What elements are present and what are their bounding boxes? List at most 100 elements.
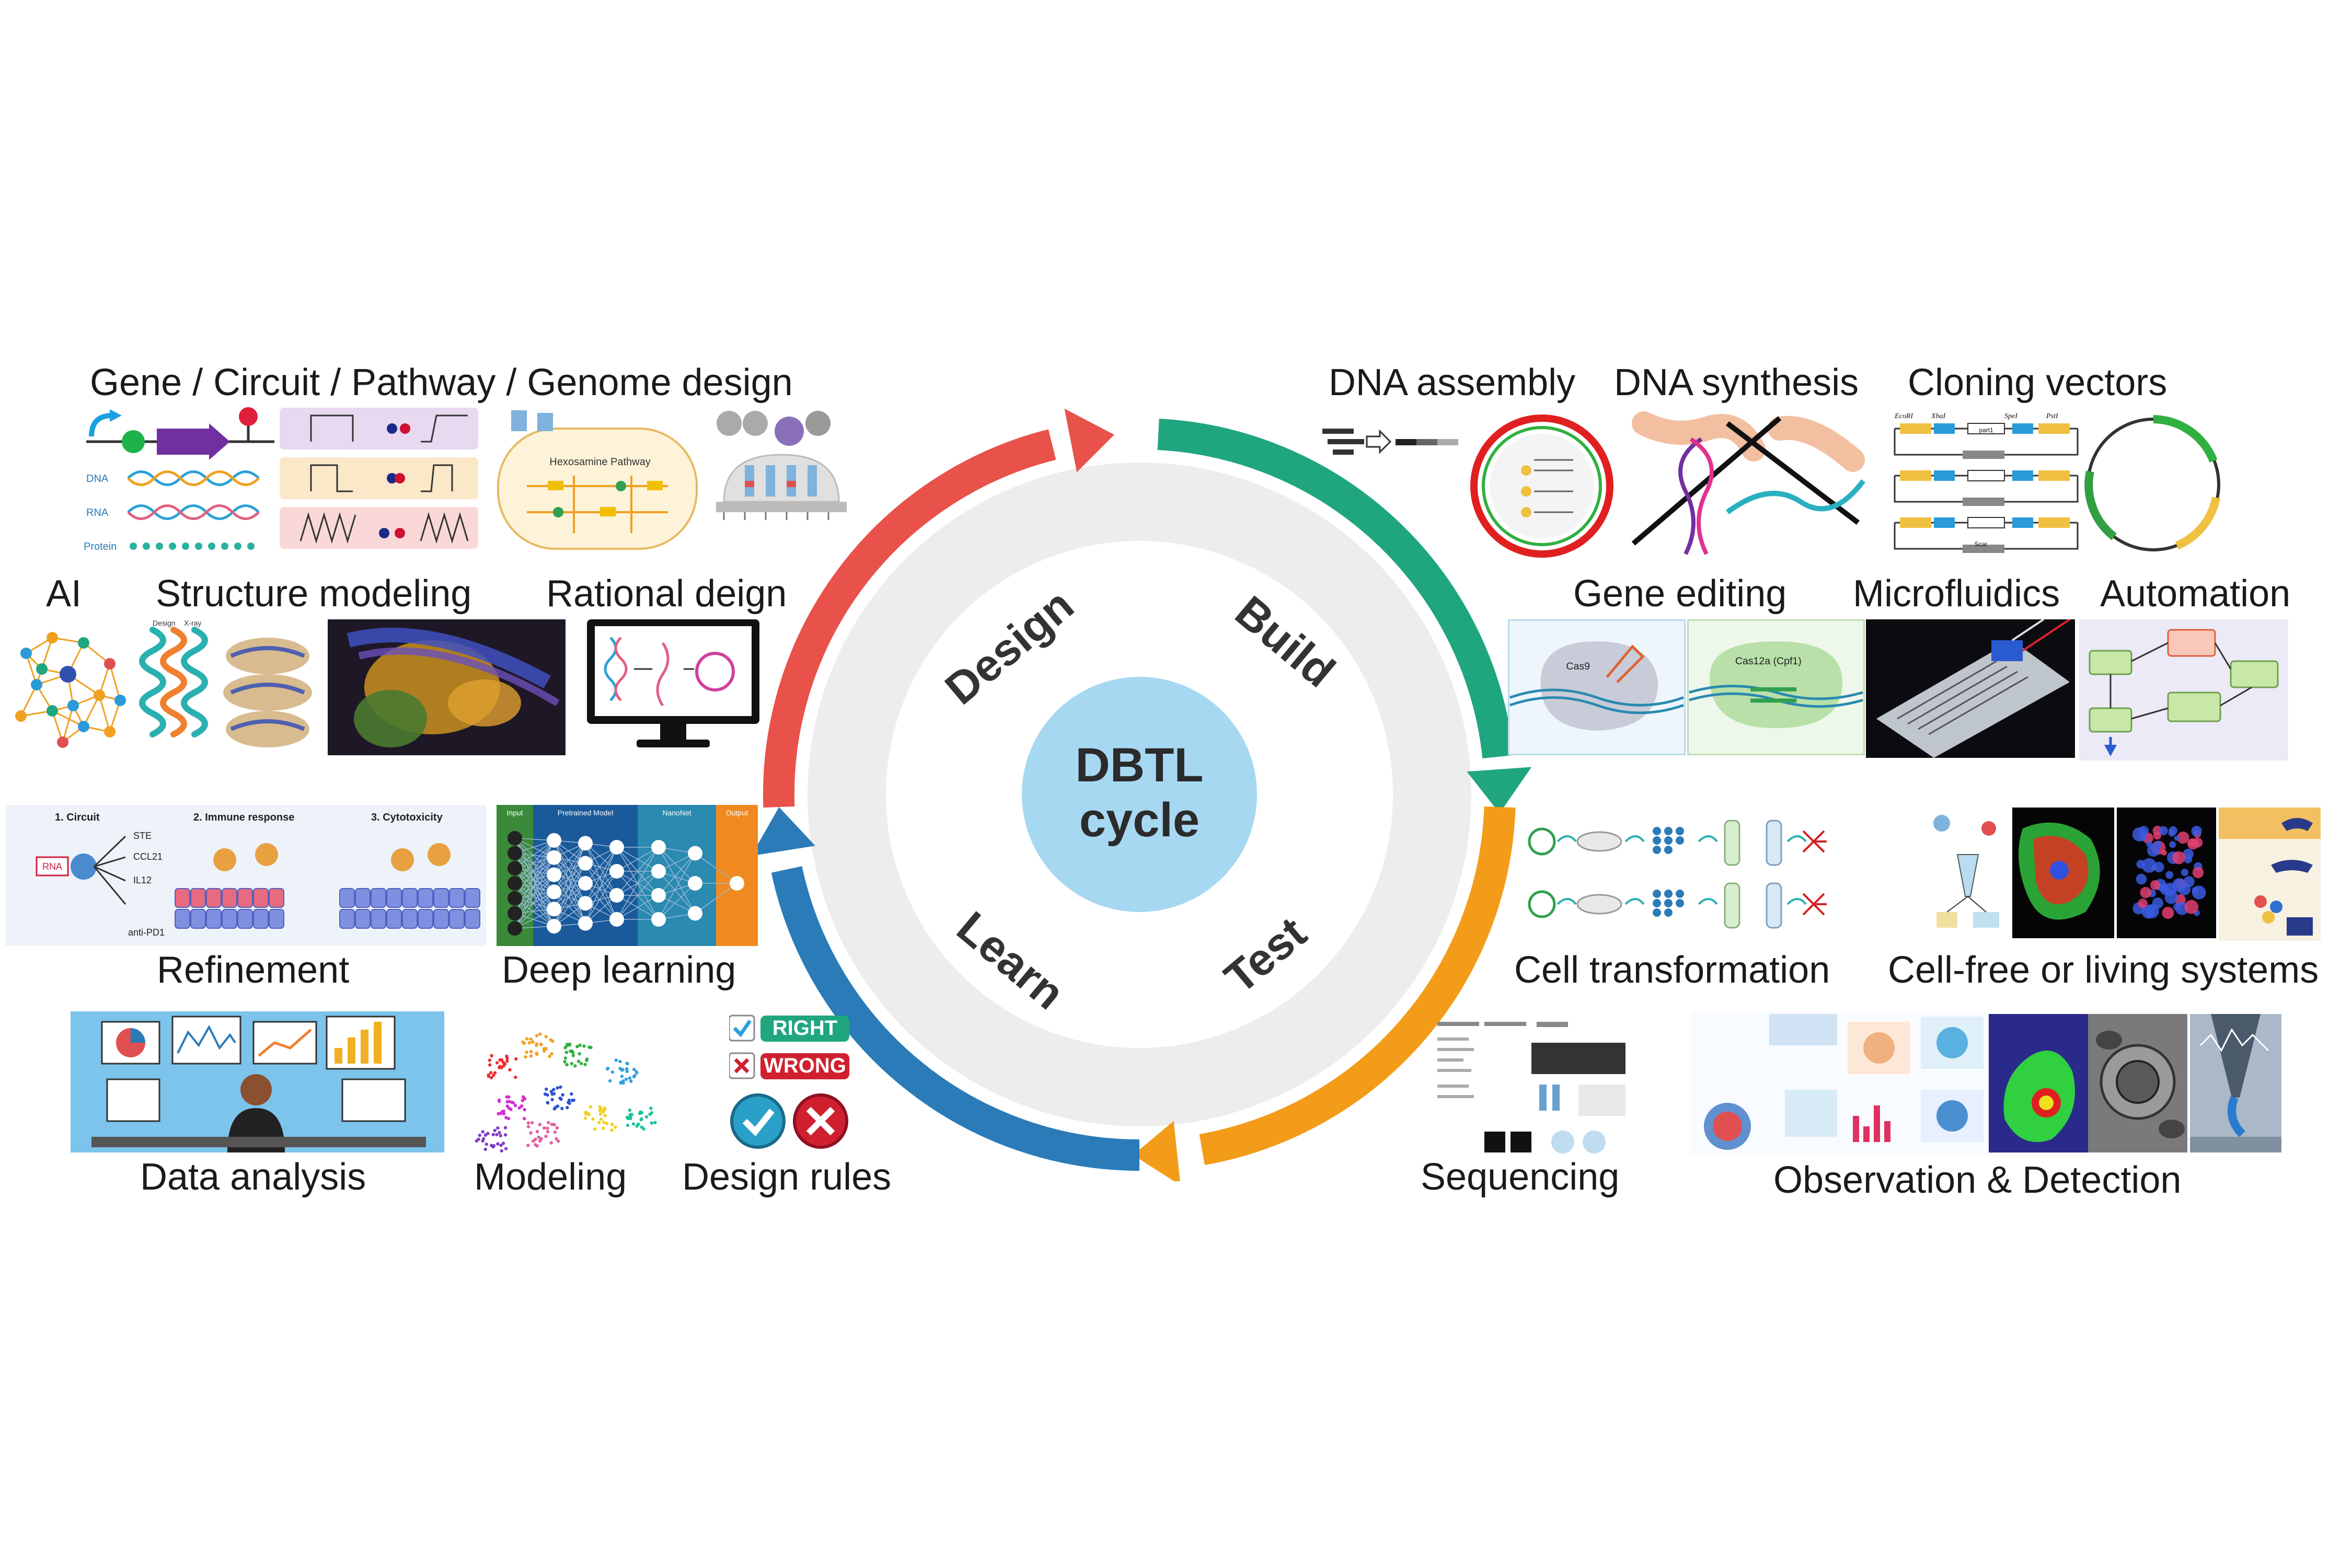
scatter-dot xyxy=(509,1108,513,1111)
scatter-dot xyxy=(517,1106,522,1110)
dl-edge xyxy=(514,883,555,909)
vector-glyph xyxy=(2038,517,2070,528)
scatter-dot xyxy=(535,1052,539,1056)
dl-edge xyxy=(554,874,586,924)
transformation-glyph xyxy=(1664,899,1673,907)
scatter-dot xyxy=(478,1133,481,1137)
transformation-glyph xyxy=(1664,890,1673,898)
scatter-dot xyxy=(481,1130,485,1134)
tissue-cell xyxy=(418,909,433,929)
scatter-dot xyxy=(492,1074,495,1077)
vector-glyph xyxy=(1967,517,2005,528)
scatter-dot xyxy=(580,1062,583,1066)
dl-edge xyxy=(554,840,586,884)
scatter-dot xyxy=(498,1099,501,1103)
tissue-cell xyxy=(355,888,371,908)
rna-box-text: RNA xyxy=(42,861,62,872)
vector-glyph xyxy=(1900,517,1931,528)
dl-edge xyxy=(514,868,555,927)
dl-edge xyxy=(585,871,617,904)
transformation-glyph xyxy=(1664,846,1673,854)
scatter-dot xyxy=(577,1059,581,1063)
organoid-cell xyxy=(2193,837,2203,848)
scatter-dot xyxy=(649,1106,653,1110)
dl-pretrained-text: Pretrained Model xyxy=(558,809,614,817)
scatter-dot xyxy=(552,1092,556,1096)
scatter-dot xyxy=(648,1112,652,1116)
tissue-cell xyxy=(206,888,222,908)
dl-edge xyxy=(514,840,555,899)
transformation-glyph xyxy=(1676,890,1684,898)
data-analysis-panel xyxy=(71,1011,444,1152)
tissue-cell xyxy=(253,888,269,908)
il12-text: IL12 xyxy=(133,875,152,885)
dl-edge xyxy=(514,852,555,892)
dl-edge xyxy=(514,891,555,929)
dl-node xyxy=(547,884,561,900)
scatter-dot xyxy=(550,1123,554,1126)
test-arrow xyxy=(1199,806,1516,1166)
scatter-dot xyxy=(531,1040,535,1044)
tissue-cell xyxy=(222,888,237,908)
transformation-glyph xyxy=(1786,835,1807,843)
scatter-dot xyxy=(558,1097,562,1100)
scatter-dot xyxy=(514,1075,517,1079)
dl-edge xyxy=(514,868,555,909)
vector-glyph xyxy=(1934,470,1955,481)
rna-tag: RNA xyxy=(86,507,109,518)
transformation-glyph xyxy=(1676,836,1684,845)
scatter-dot xyxy=(564,1051,568,1054)
organoid-cell xyxy=(2138,826,2149,836)
organoid-cell xyxy=(2150,880,2160,890)
scatter-dot xyxy=(490,1076,493,1080)
scatter-dot xyxy=(571,1051,575,1054)
scatter-dot xyxy=(575,1045,579,1048)
ai-net-node xyxy=(47,705,58,717)
scatter-dot xyxy=(593,1127,597,1131)
scatter-dot xyxy=(569,1050,572,1053)
ai-net-node xyxy=(67,700,79,711)
tissue-cell xyxy=(402,888,418,908)
organoid-cell xyxy=(2169,841,2176,848)
test-arrow-head xyxy=(1133,1121,1180,1181)
scatter-dot xyxy=(490,1054,493,1057)
label-data-analysis: Data analysis xyxy=(140,1156,366,1198)
tissue-cell xyxy=(237,909,253,929)
ai-net-node xyxy=(104,658,116,670)
transformation-glyph xyxy=(1653,846,1661,854)
label-gene-design: Gene / Circuit / Pathway / Genome design xyxy=(90,362,793,403)
dl-edge xyxy=(695,883,737,914)
tissue-cell xyxy=(269,909,284,929)
dl-edge xyxy=(514,874,555,929)
dl-edge xyxy=(514,874,555,914)
cas9-panel: Cas9 xyxy=(1508,619,1686,755)
scatter-dot xyxy=(632,1068,636,1071)
ai-net-node xyxy=(57,736,68,748)
ai-net-node xyxy=(20,648,32,659)
scatter-dot xyxy=(603,1114,607,1117)
organoid-cell xyxy=(2183,848,2194,860)
dl-node xyxy=(547,919,561,934)
label-refinement: Refinement xyxy=(157,949,350,991)
tissue-cell xyxy=(449,888,465,908)
scatter-dot xyxy=(638,1112,642,1115)
dl-node xyxy=(609,864,624,879)
rational-design-monitor xyxy=(584,617,762,753)
genome-design-panel xyxy=(713,408,849,523)
xbai-text: XbaI xyxy=(1931,412,1946,420)
scatter-dot xyxy=(483,1133,488,1137)
ai-net-edge xyxy=(20,684,38,717)
scatter-dot xyxy=(535,1144,539,1148)
dl-edge xyxy=(585,847,617,924)
scatter-dot xyxy=(555,1137,558,1140)
scatter-dot xyxy=(625,1069,629,1074)
scatter-dot xyxy=(549,1038,552,1042)
scatter-dot xyxy=(620,1068,624,1072)
scatter-dot xyxy=(632,1075,636,1079)
tissue-cell xyxy=(175,909,190,929)
vector-glyph xyxy=(1967,470,2005,481)
label-observation: Observation & Detection xyxy=(1773,1159,2182,1201)
scatter-dot xyxy=(535,1034,539,1037)
tissue-cell xyxy=(206,909,222,929)
